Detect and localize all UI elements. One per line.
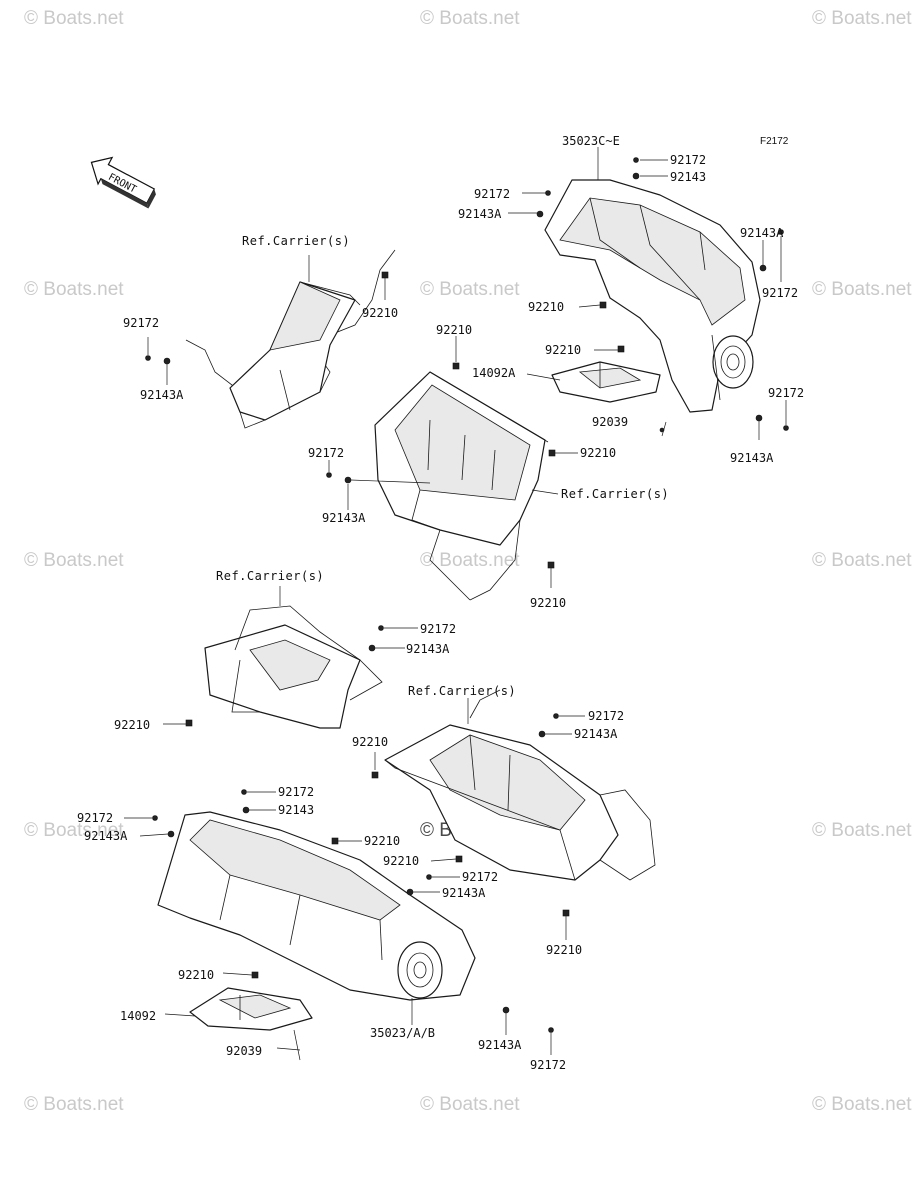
part-label-92172: 92172 (762, 286, 798, 300)
part-labels: 35023C~E 92172 92143 92172 92143A 92143A… (77, 134, 804, 1072)
part-label-92143a: 92143A (574, 727, 618, 741)
part-label-35023c: 35023C~E (562, 134, 620, 148)
part-label-92210: 92210 (528, 300, 564, 314)
part-label-92210: 92210 (530, 596, 566, 610)
part-label-92143: 92143 (278, 803, 314, 817)
watermark-text: © Boats.net (812, 820, 912, 841)
part-label-92143a: 92143A (740, 226, 784, 240)
part-label-92172: 92172 (670, 153, 706, 167)
part-label-92210: 92210 (383, 854, 419, 868)
part-label-92143a: 92143A (140, 388, 184, 402)
rear-fender-left (157, 811, 476, 1001)
part-label-92210: 92210 (546, 943, 582, 957)
part-label-92172: 92172 (462, 870, 498, 884)
part-label-92172: 92172 (474, 187, 510, 201)
part-label-92143a: 92143A (730, 451, 774, 465)
watermark-text: © Boats.net (812, 1094, 912, 1115)
part-label-92172: 92172 (530, 1058, 566, 1072)
part-label-92210: 92210 (178, 968, 214, 982)
watermark-text: © Boats.net (24, 1094, 124, 1115)
rear-carrier-left-ref (204, 605, 383, 729)
part-label-92210: 92210 (364, 834, 400, 848)
part-label-92172: 92172 (768, 386, 804, 400)
part-label-92210: 92210 (352, 735, 388, 749)
part-label-92143a: 92143A (406, 642, 450, 656)
watermark-text: © Boats.net (24, 550, 124, 571)
ref-carrier-label: Ref.Carrier(s) (242, 234, 350, 248)
watermark-text: © Boats.net (420, 8, 520, 29)
watermark-text: © Boats.net (420, 279, 520, 300)
ref-carrier-label: Ref.Carrier(s) (216, 569, 324, 583)
part-label-92172: 92172 (123, 316, 159, 330)
watermark-text: © Boats.net (812, 8, 912, 29)
figure-code: F2172 (760, 136, 789, 147)
front-arrow-icon: FRONT (90, 156, 156, 209)
watermark-text: © Boats.net (812, 550, 912, 571)
part-label-92172: 92172 (278, 785, 314, 799)
part-label-92143a: 92143A (458, 207, 502, 221)
rear-carrier-right-ref (384, 689, 656, 881)
watermark-text: © Boats.net (24, 820, 124, 841)
part-label-92210: 92210 (545, 343, 581, 357)
rear-fender-right (544, 179, 761, 413)
watermark-text: © Boats.net (420, 1094, 520, 1115)
part-label-92143a: 92143A (84, 829, 128, 843)
part-label-92039: 92039 (592, 415, 628, 429)
watermark-text: © Boats.net (24, 279, 124, 300)
watermark-text: © Boats.net (420, 550, 520, 571)
front-carrier-left-ref (185, 249, 396, 429)
part-label-14092a: 14092A (472, 366, 516, 380)
part-label-92210: 92210 (436, 323, 472, 337)
part-label-92143a: 92143A (442, 886, 486, 900)
carrier-box-middle (374, 371, 549, 601)
part-label-92172: 92172 (77, 811, 113, 825)
part-label-92210: 92210 (114, 718, 150, 732)
part-label-92172: 92172 (308, 446, 344, 460)
part-label-14092: 14092 (120, 1009, 156, 1023)
part-label-92210: 92210 (580, 446, 616, 460)
part-label-92172: 92172 (588, 709, 624, 723)
watermark-text: © Boats.net (24, 8, 124, 29)
splash-guard-14092a (551, 361, 661, 403)
ref-carrier-label: Ref.Carrier(s) (408, 684, 516, 698)
part-label-92039: 92039 (226, 1044, 262, 1058)
part-label-92143: 92143 (670, 170, 706, 184)
part-label-92143a: 92143A (322, 511, 366, 525)
leader-lines (124, 147, 787, 1061)
ref-carrier-label: Ref.Carrier(s) (561, 487, 669, 501)
part-label-92210: 92210 (362, 306, 398, 320)
part-label-92143a: 92143A (478, 1038, 522, 1052)
part-label-35023ab: 35023/A/B (370, 1026, 435, 1040)
watermark-text: © Boats.net (812, 279, 912, 300)
part-label-92172: 92172 (420, 622, 456, 636)
splash-guard-14092 (189, 987, 313, 1031)
